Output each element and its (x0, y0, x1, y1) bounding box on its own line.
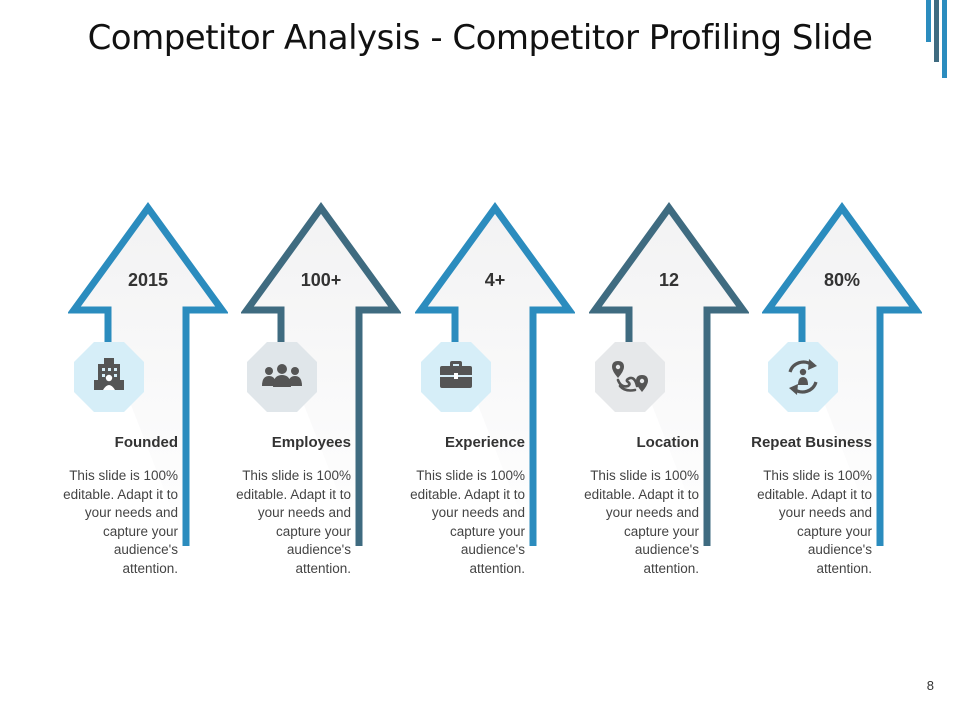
profile-card-employees: 100+ Employees This slide is 100% editab… (236, 0, 401, 720)
icon-badge (74, 342, 144, 412)
repeat-client-icon (788, 359, 818, 395)
building-icon (94, 358, 124, 390)
profile-card-location: 12 Location This slide is 100% editable.… (584, 0, 749, 720)
card-value: 80% (823, 270, 861, 290)
arrow-shape (762, 202, 922, 546)
card-description: This slide is 100% editable. Adapt it to… (584, 468, 699, 576)
page-number: 8 (926, 678, 934, 693)
icon-badge (247, 342, 317, 412)
corner-decoration-bar-2 (934, 0, 939, 62)
card-description: This slide is 100% editable. Adapt it to… (757, 468, 872, 576)
card-label: Founded (114, 434, 178, 451)
arrow-shape (415, 202, 575, 546)
card-label: Employees (271, 434, 351, 451)
corner-decoration-bar-1 (926, 0, 931, 42)
arrow-shape (589, 202, 749, 546)
corner-decoration-bar-3 (942, 0, 947, 78)
card-value: 4+ (484, 270, 506, 290)
card-description: This slide is 100% editable. Adapt it to… (63, 468, 178, 576)
icon-badge (421, 342, 491, 412)
arrow-shape (241, 202, 401, 546)
card-value: 12 (658, 270, 680, 290)
arrow-shape (68, 202, 228, 546)
icon-badge (768, 342, 838, 412)
slide-title: Competitor Analysis - Competitor Profili… (87, 18, 873, 58)
people-icon (262, 364, 302, 387)
card-label: Location (636, 434, 700, 451)
card-label: Repeat Business (751, 434, 872, 451)
card-label: Experience (444, 434, 525, 451)
profile-card-experience: 4+ Experience This slide is 100% editabl… (410, 0, 575, 720)
card-value: 2015 (127, 270, 169, 290)
profile-card-repeat-business: 80% Repeat Business This slide is 100% e… (751, 0, 922, 720)
icon-badge (595, 342, 665, 412)
briefcase-icon (440, 361, 472, 388)
card-value: 100+ (300, 270, 342, 290)
card-description: This slide is 100% editable. Adapt it to… (236, 468, 351, 576)
map-route-icon (612, 361, 648, 392)
card-description: This slide is 100% editable. Adapt it to… (410, 468, 525, 576)
profile-card-founded: 2015 Founded This sl (63, 0, 228, 720)
